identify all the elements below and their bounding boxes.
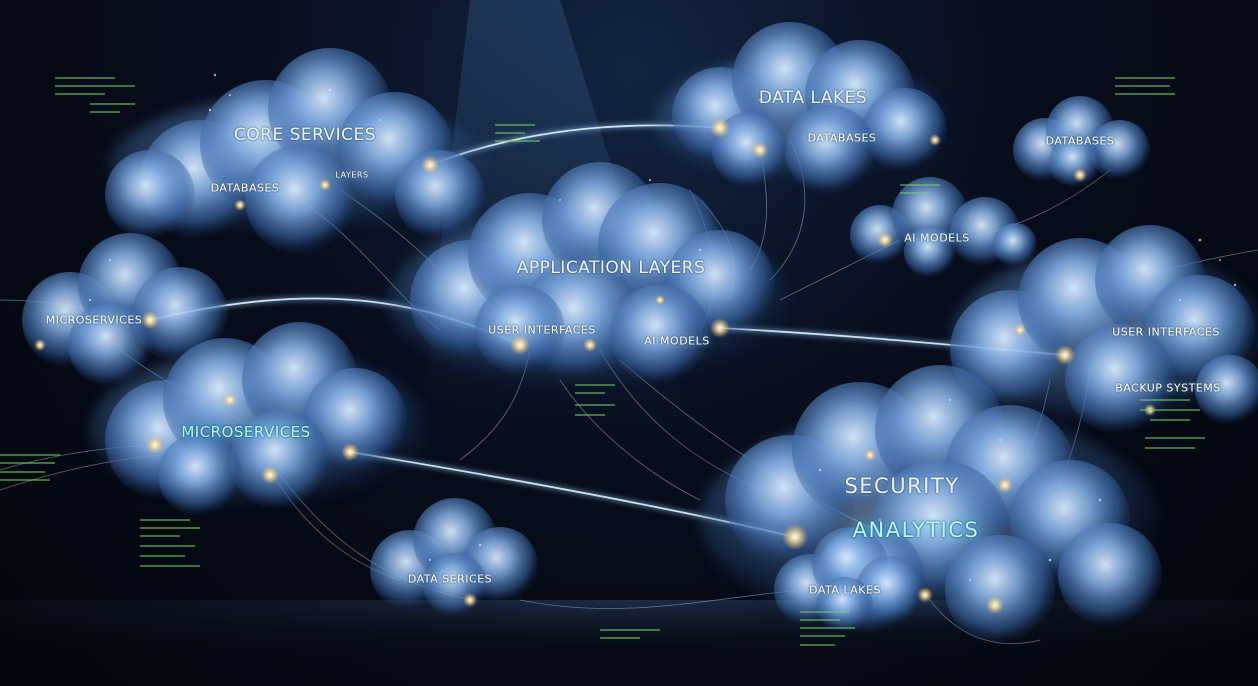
data-serices-cloud: [370, 498, 538, 617]
microservices-cloud: [90, 322, 430, 517]
code-overlays: [0, 77, 1205, 646]
right-ai-models-cloud: [850, 177, 1037, 278]
core-services-cloud: [105, 48, 490, 255]
clouds: [22, 22, 1258, 645]
bottom-data-lakes-cloud: [774, 527, 924, 633]
data-lakes-cloud: [655, 22, 947, 195]
application-layers-cloud: [390, 162, 790, 390]
right-databases-cloud: [1013, 96, 1150, 188]
left-microservices-cloud: [22, 233, 228, 387]
sparkle-particles: [88, 73, 1237, 581]
glow-nodes: [34, 118, 1156, 614]
ground-surface: [0, 600, 1258, 686]
right-user-interfaces-cloud: [950, 225, 1258, 435]
